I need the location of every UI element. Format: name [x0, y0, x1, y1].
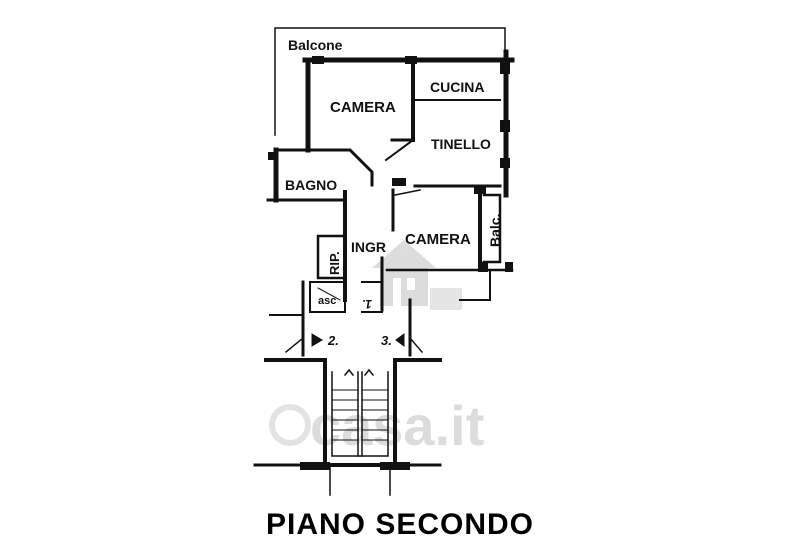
- label-balcone: Balcone: [288, 37, 343, 53]
- marker-1: 1.: [362, 297, 372, 311]
- label-cucina: CUCINA: [430, 79, 484, 95]
- watermark-house-icon-small: [430, 288, 462, 310]
- windows: [268, 56, 513, 470]
- label-camera-right: CAMERA: [405, 231, 471, 248]
- floor-title: PIANO SECONDO: [265, 508, 535, 541]
- label-tinello: TINELLO: [431, 136, 491, 152]
- room-labels: Balcone CAMERA CUCINA TINELLO BAGNO CAME…: [285, 37, 503, 348]
- stairwell: [323, 358, 397, 467]
- marker-2: 2.: [327, 333, 339, 348]
- label-asc: asc: [318, 295, 336, 307]
- watermark: casa.it: [269, 240, 484, 457]
- label-bagno: BAGNO: [285, 177, 337, 193]
- label-ingr: INGR: [351, 239, 386, 255]
- watermark-logo-icon: [269, 404, 311, 446]
- balcony-railing: [274, 27, 506, 136]
- watermark-brand: casa.it: [310, 394, 484, 457]
- label-camera-top: CAMERA: [330, 99, 396, 116]
- label-balc: Balc.: [487, 214, 503, 247]
- watermark-house-icon: [372, 240, 436, 306]
- marker-3: 3.: [381, 333, 392, 348]
- label-rip: RIP.: [327, 251, 342, 275]
